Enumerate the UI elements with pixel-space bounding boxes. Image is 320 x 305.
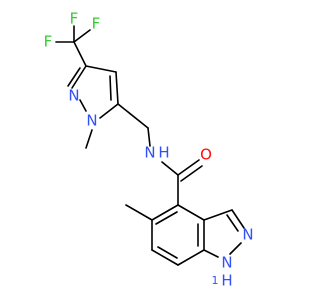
bond-c5-methyl — [125, 204, 153, 221]
bond-cf3-pyrazole — [73, 41, 87, 67]
bond-c5-ch2 — [117, 103, 149, 129]
bond-c3-n2-double — [226, 214, 239, 232]
fluorine-top-label: F — [70, 10, 79, 28]
bond-c3-n2-double — [67, 67, 81, 87]
bond-c-o-double — [180, 165, 203, 182]
carbonyl-o-label: O — [200, 146, 212, 164]
bond-c5-c4 — [115, 71, 119, 105]
pyrazole-ring: N N — [67, 65, 119, 149]
bond-n1-c5 — [99, 103, 119, 119]
indazole-pyrazole-ring: N N H 1 — [203, 209, 254, 290]
bond-n2-n1 — [79, 99, 87, 112]
cf3-group: F F F — [44, 10, 101, 67]
bond-c4-c5-double — [155, 211, 178, 225]
pyrazole-n1-label: N — [86, 112, 97, 130]
indazole-n1-label: N — [221, 254, 232, 272]
fluorine-right-label: F — [92, 15, 101, 33]
amide-h-label: H — [158, 144, 169, 162]
bond-n2-n1 — [229, 242, 242, 255]
indazole-n2-label: N — [242, 226, 253, 244]
structure-diagram: F F F N N — [44, 10, 254, 290]
indazole-nh-h-label: H — [221, 272, 232, 290]
linker: N H — [117, 103, 170, 162]
bond-n1-c7a — [203, 249, 219, 258]
bond-ch2-n — [147, 127, 151, 147]
pyrazole-n2-label: N — [68, 87, 79, 105]
bond-n1-methyl — [85, 129, 93, 149]
bond-c3a-c4 — [177, 204, 205, 221]
fluorine-left-label: F — [44, 33, 53, 51]
bond-c4-c5 — [151, 204, 179, 221]
bond-c3-n2 — [231, 209, 245, 229]
bond-n-carbonyl — [161, 161, 179, 176]
amide-n-label: N — [144, 144, 155, 162]
amide-group: O — [161, 146, 212, 206]
bond-c4-c3 — [85, 65, 117, 73]
indazole-nh-number-label: 1 — [212, 274, 219, 287]
bond-c3a-c3 — [203, 209, 233, 221]
bond-c6-c7 — [151, 249, 179, 266]
bond-c7-c7a — [177, 249, 205, 266]
bond-c5-c4-double — [109, 75, 112, 101]
bond-c-o — [177, 159, 200, 176]
indazole-benzene-ring — [125, 204, 205, 266]
bond-c6-c7-double — [157, 246, 178, 259]
bond-c3-n2 — [71, 65, 87, 89]
molecule-canvas: F F F N N — [43, 9, 254, 290]
bond-c-f-right — [73, 29, 91, 43]
